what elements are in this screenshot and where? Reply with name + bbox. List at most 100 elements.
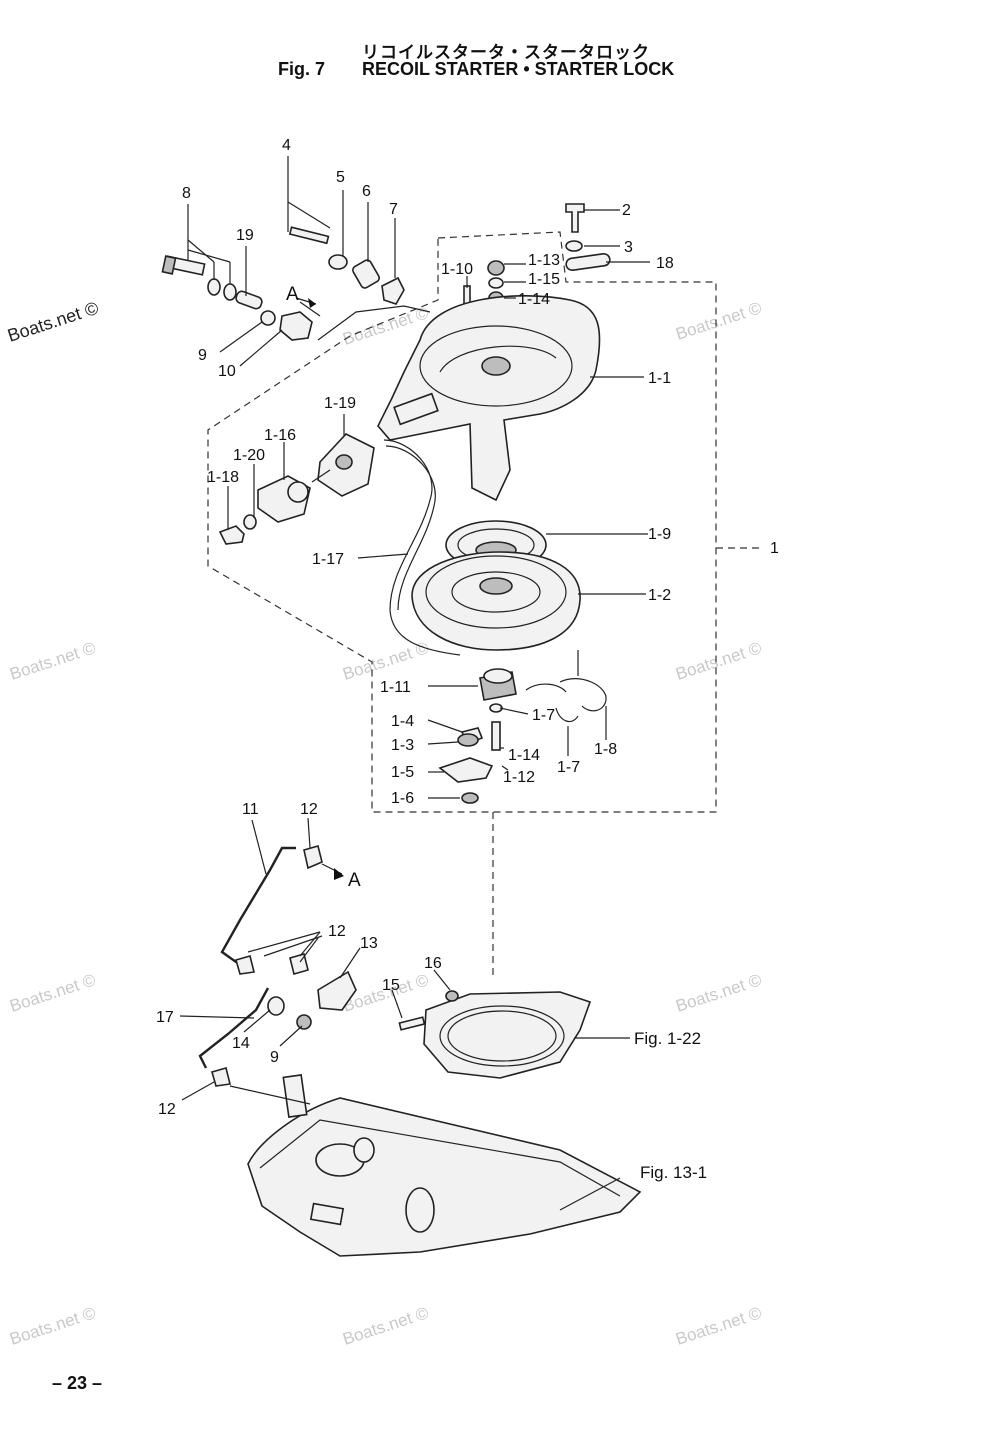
callout-1-14: 1-14 [518,291,550,308]
watermark-text: Boats.net © [673,298,764,344]
callout-1-16: 1-16 [264,427,296,444]
callout-1: 1 [770,540,779,557]
callout-1-12: 1-12 [503,769,535,786]
spring-1-7 [525,683,579,723]
callout-11: 11 [242,801,259,818]
callout-8: 8 [182,185,191,202]
callout-12b: 12 [328,923,346,940]
callout-12a: 12 [300,801,318,818]
clip-12d [211,1067,231,1087]
callout-1-8: 1-8 [594,741,617,758]
rod-11 [220,846,296,970]
clip-12c [289,953,309,975]
callout-7: 7 [389,201,398,218]
callout-1-11: 1-11 [380,679,411,696]
callout-1-2: 1-2 [648,587,671,604]
callout-9b: 9 [270,1049,279,1066]
callout-1-17: 1-17 [312,551,344,568]
nut-9b [296,1014,312,1030]
nut-1-3 [457,733,479,747]
cable-1-17 [383,439,461,656]
title-japanese: リコイルスタータ・スタータロック [362,43,650,63]
watermark-text: Boats.net © [7,638,98,684]
block-1-18 [218,525,245,545]
spring-1-8 [559,678,607,712]
callout-1-15: 1-15 [528,271,560,288]
callout-1-6: 1-6 [391,790,414,807]
washer-3 [565,240,583,252]
collar-19 [235,290,263,310]
callout-5: 5 [336,169,345,186]
callout-1-1: 1-1 [648,370,671,387]
bolt-2 [565,203,585,233]
plate-18 [565,252,611,272]
engine-cover [247,1074,642,1257]
cam-7 [381,276,405,305]
leader-lines [179,156,650,1211]
callout-16: 16 [424,955,442,972]
watermark-text: Boats.net © [5,298,101,346]
callout-14: 14 [232,1035,250,1052]
screw-14 [267,996,285,1016]
callout-1-20: 1-20 [233,447,265,464]
pulley-1-2 [411,551,581,651]
clip-1-20 [243,514,257,530]
callout-1-4: 1-4 [391,713,414,730]
clip-12a [303,845,323,870]
watermark-text: Boats.net © [7,1303,98,1349]
view-arrows [295,297,344,880]
callout-3: 3 [624,239,633,256]
bolt-15 [398,1016,426,1031]
callout-1-3: 1-3 [391,737,414,754]
callout-6: 6 [362,183,371,200]
nut-1-13 [487,260,505,276]
nut-1-6 [461,792,479,804]
lock-assembly [218,433,461,656]
page-number: – 23 – [52,1373,103,1393]
bolt-1-12 [491,721,501,751]
callouts: 4 5 6 7 8 19 A 9 10 2 3 18 1-13 1-10 1-1… [156,137,779,1182]
adaptor-plate [398,990,592,1079]
pulley-assembly [411,520,581,651]
callout-15: 15 [382,977,400,994]
callout-1-10: 1-10 [441,261,473,278]
reference-fig-1-22: Fig. 1-22 [634,1029,701,1048]
starter-housing [377,295,601,502]
starter-lock-linkage [161,226,431,341]
callout-2: 2 [622,202,631,219]
callout-12c: 12 [158,1101,176,1118]
view-marker-a: A [286,284,299,305]
callout-1-18: 1-18 [207,469,239,486]
callout-17: 17 [156,1009,174,1026]
bracket-13 [317,970,357,1011]
ratchet-parts [438,668,607,804]
watermark-text: Boats.net © [7,970,98,1016]
callout-10: 10 [218,363,236,380]
assembly-outlines [207,231,760,980]
washer-1-15 [488,277,504,289]
watermark-text: Boats.net © [673,1303,764,1349]
callout-18: 18 [656,255,674,272]
clip-12b [235,955,255,975]
callout-4: 4 [282,137,291,154]
view-marker-a2: A [348,870,361,891]
pin-6 [352,259,380,289]
watermark-text: Boats.net © [340,303,431,349]
washer-8 [207,278,221,296]
spring-5 [328,254,348,270]
nut-16 [445,990,459,1002]
callout-1-7a: 1-7 [532,707,555,724]
callout-9: 9 [198,347,207,364]
figure-title: RECOIL STARTER • STARTER LOCK [362,59,675,79]
figure-number: Fig. 7 [278,59,326,79]
watermark-text: Boats.net © [340,1303,431,1349]
lever-10 [279,311,313,341]
watermark-text: Boats.net © [673,638,764,684]
callout-1-5: 1-5 [391,764,414,781]
callout-1-19: 1-19 [324,395,356,412]
callout-19: 19 [236,227,254,244]
nut-9 [260,310,276,326]
callout-1-9: 1-9 [648,526,671,543]
